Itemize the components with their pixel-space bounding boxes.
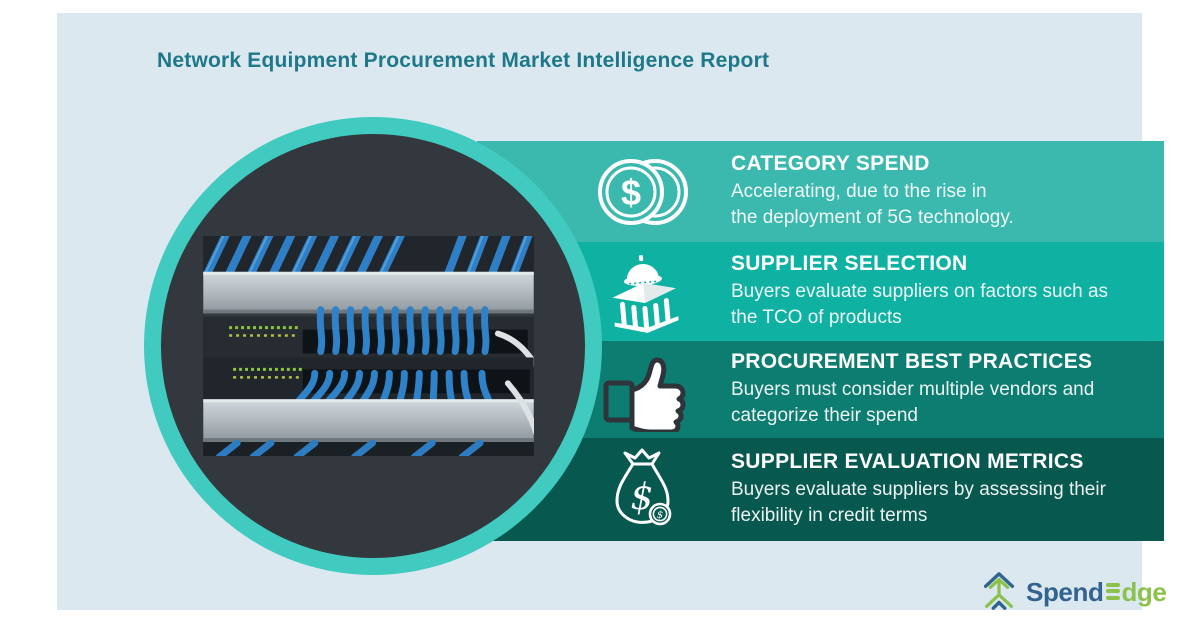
logo-text-spend: Spend <box>1026 577 1104 607</box>
svg-text:$: $ <box>621 172 641 213</box>
svg-text:$: $ <box>631 477 654 518</box>
band-text: CATEGORY SPEND Accelerating, due to the … <box>731 152 1014 231</box>
coins-icon: $ <box>592 141 696 242</box>
band-heading: CATEGORY SPEND <box>731 152 930 175</box>
band-body-line: Buyers evaluate suppliers by assessing t… <box>731 479 1106 500</box>
band-body-line: the TCO of products <box>731 307 902 328</box>
band-text: SUPPLIER SELECTION Buyers evaluate suppl… <box>731 252 1108 331</box>
band-body-line: flexibility in credit terms <box>731 505 928 526</box>
band-text: PROCUREMENT BEST PRACTICES Buyers must c… <box>731 350 1094 429</box>
logo-text-edge: dge <box>1121 577 1167 607</box>
band-body-line: Accelerating, due to the rise in <box>731 181 987 202</box>
content-panel: Network Equipment Procurement Market Int… <box>57 13 1167 610</box>
svg-text:$: $ <box>657 510 663 521</box>
hero-circle-ring <box>144 117 602 575</box>
spendedge-logo-icon <box>983 572 1015 610</box>
band-body-line: categorize their spend <box>731 405 918 426</box>
spendedge-logo: Spend dge <box>979 569 1167 615</box>
band-heading: SUPPLIER EVALUATION METRICS <box>731 450 1084 473</box>
band-body-line: Buyers must consider multiple vendors an… <box>731 379 1095 400</box>
logo-edge-e-glyph <box>1106 582 1121 600</box>
money-bag-icon: $ $ <box>592 438 696 541</box>
band-heading: SUPPLIER SELECTION <box>731 252 968 275</box>
band-body-line: Buyers evaluate suppliers on factors suc… <box>731 281 1109 302</box>
band-heading: PROCUREMENT BEST PRACTICES <box>731 350 1093 373</box>
band-body-line: the deployment of 5G technology. <box>731 207 1014 228</box>
bank-icon <box>592 242 696 341</box>
band-category-spend: $ CATEGORY SPEND Accelerating, due to th… <box>477 141 1164 242</box>
band-text: SUPPLIER EVALUATION METRICS Buyers evalu… <box>731 450 1106 529</box>
network-rack-photo <box>203 236 534 456</box>
thumbs-up-icon <box>592 341 696 438</box>
band-supplier-evaluation-metrics: $ $ SUPPLIER EVALUATION METRICS Buyers e… <box>477 438 1164 541</box>
page-title: Network Equipment Procurement Market Int… <box>157 49 770 72</box>
